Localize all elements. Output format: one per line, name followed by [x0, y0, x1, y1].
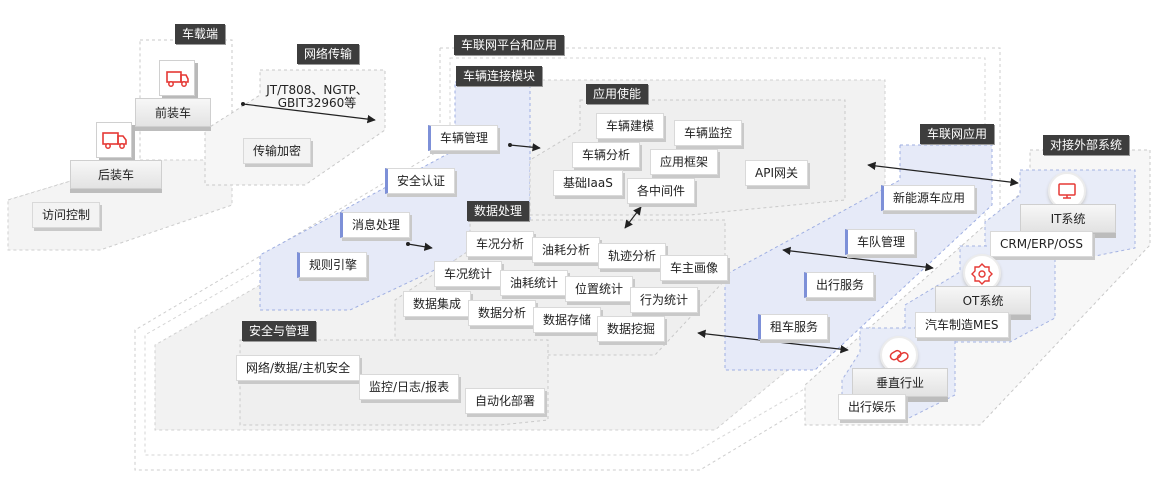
fleet-management: 车队管理 — [845, 229, 916, 255]
app-data-arrow — [624, 206, 642, 229]
vehicle-modeling: 车辆建模 — [596, 113, 665, 139]
basic-iaas: 基础IaaS — [553, 170, 623, 196]
vehicle-end-title: 车载端 — [175, 24, 226, 44]
monitor-log-report: 监控/日志/报表 — [359, 374, 460, 400]
iov-it-arrow — [867, 161, 1019, 187]
middleware: 各中间件 — [627, 178, 696, 204]
front-vehicle-label: 前装车 — [135, 98, 211, 127]
network-title: 网络传输 — [297, 44, 360, 64]
crm-erp-oss: CRM/ERP/OSS — [990, 231, 1093, 257]
travel-entertainment: 出行娱乐 — [838, 394, 907, 420]
delivery-truck-icon — [96, 122, 132, 158]
api-gateway: API网关 — [745, 160, 808, 186]
auto-deploy: 自动化部署 — [465, 388, 546, 414]
security-title: 安全与管理 — [242, 321, 317, 341]
condition-stats: 车况统计 — [434, 261, 503, 287]
connect-module-title: 车辆连接模块 — [456, 66, 543, 86]
track-analysis: 轨迹分析 — [598, 243, 667, 269]
it-system-label: IT系统 — [1020, 204, 1116, 233]
security-auth: 安全认证 — [385, 168, 456, 194]
message-processing: 消息处理 — [340, 212, 411, 238]
monitor-icon — [1048, 172, 1086, 210]
data-proc-title: 数据处理 — [467, 201, 530, 221]
car-rental: 租车服务 — [758, 314, 829, 340]
vehicle-analysis: 车辆分析 — [572, 142, 641, 168]
rear-vehicle-label: 后装车 — [70, 160, 162, 189]
manufacturing-mes: 汽车制造MES — [915, 312, 1009, 338]
connect-to-app-arrow — [509, 143, 541, 152]
new-energy-app: 新能源车应用 — [881, 185, 976, 211]
vehicle-management: 车辆管理 — [428, 125, 499, 151]
data-analysis: 数据分析 — [468, 300, 537, 326]
data-integration: 数据集成 — [403, 291, 472, 317]
vehicle-monitoring: 车辆监控 — [674, 120, 743, 146]
access-control: 访问控制 — [32, 202, 101, 228]
network-data-host-security: 网络/数据/主机安全 — [236, 355, 361, 381]
link-icon — [880, 336, 918, 374]
transport-encryption: 传输加密 — [243, 138, 312, 164]
data-storage: 数据存储 — [533, 307, 602, 333]
iov-vertical-arrow — [697, 329, 849, 354]
external-title: 对接外部系统 — [1043, 135, 1130, 155]
app-framework: 应用框架 — [650, 149, 719, 175]
iov-apps-title: 车联网应用 — [920, 124, 995, 144]
iov-ot-arrow — [782, 246, 934, 272]
protocols-text: JT/T808、NGTP、GBIT32960等 — [266, 83, 368, 110]
rule-engine: 规则引擎 — [297, 252, 368, 278]
condition-analysis: 车况分析 — [466, 231, 535, 257]
truck-icon — [159, 60, 195, 96]
owner-profile: 车主画像 — [660, 255, 729, 281]
connect-to-data-arrow — [407, 242, 433, 251]
ot-system-label: OT系统 — [935, 286, 1031, 315]
fuel-stats: 油耗统计 — [500, 270, 569, 296]
location-stats: 位置统计 — [565, 276, 634, 302]
net-to-platform-arrow — [242, 103, 376, 124]
data-mining: 数据挖掘 — [597, 316, 666, 342]
app-enable-title: 应用使能 — [586, 84, 649, 104]
gear-icon — [963, 254, 1001, 292]
behavior-stats: 行为统计 — [630, 287, 699, 313]
fuel-analysis: 油耗分析 — [532, 237, 601, 263]
platform-title: 车联网平台和应用 — [454, 35, 565, 55]
vertical-industry-label: 垂直行业 — [852, 368, 948, 397]
travel-service: 出行服务 — [804, 272, 875, 298]
